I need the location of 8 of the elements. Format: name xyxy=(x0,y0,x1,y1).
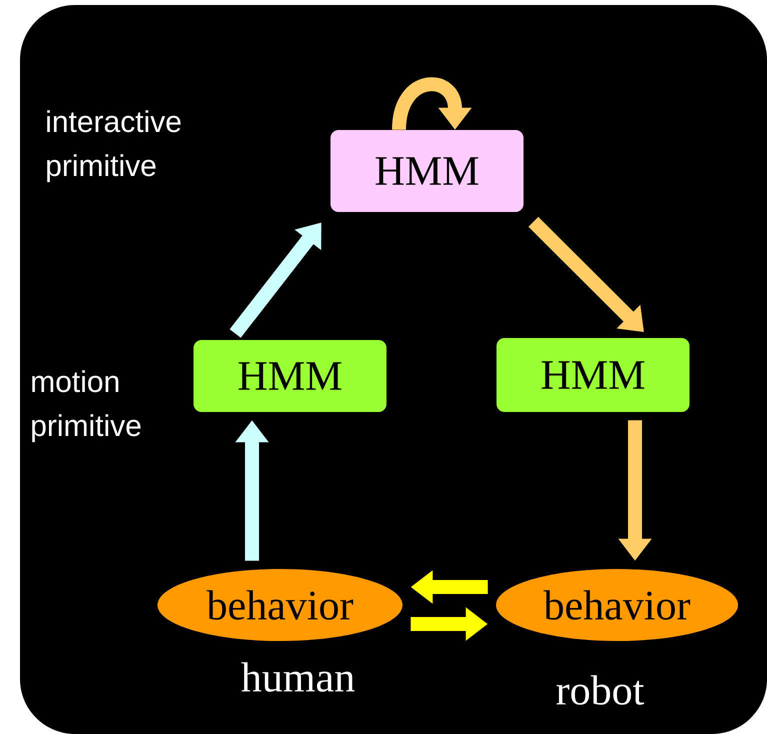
process-box: HMM xyxy=(496,338,690,412)
arrow xyxy=(392,77,472,130)
label-text: motion primitive xyxy=(32,370,141,442)
process-box: HMM xyxy=(330,130,524,212)
caption-text: human xyxy=(241,662,355,692)
process-box: HMM xyxy=(194,340,386,412)
caption-text: robot xyxy=(556,675,644,705)
label-text: interactive primitive xyxy=(47,110,181,182)
